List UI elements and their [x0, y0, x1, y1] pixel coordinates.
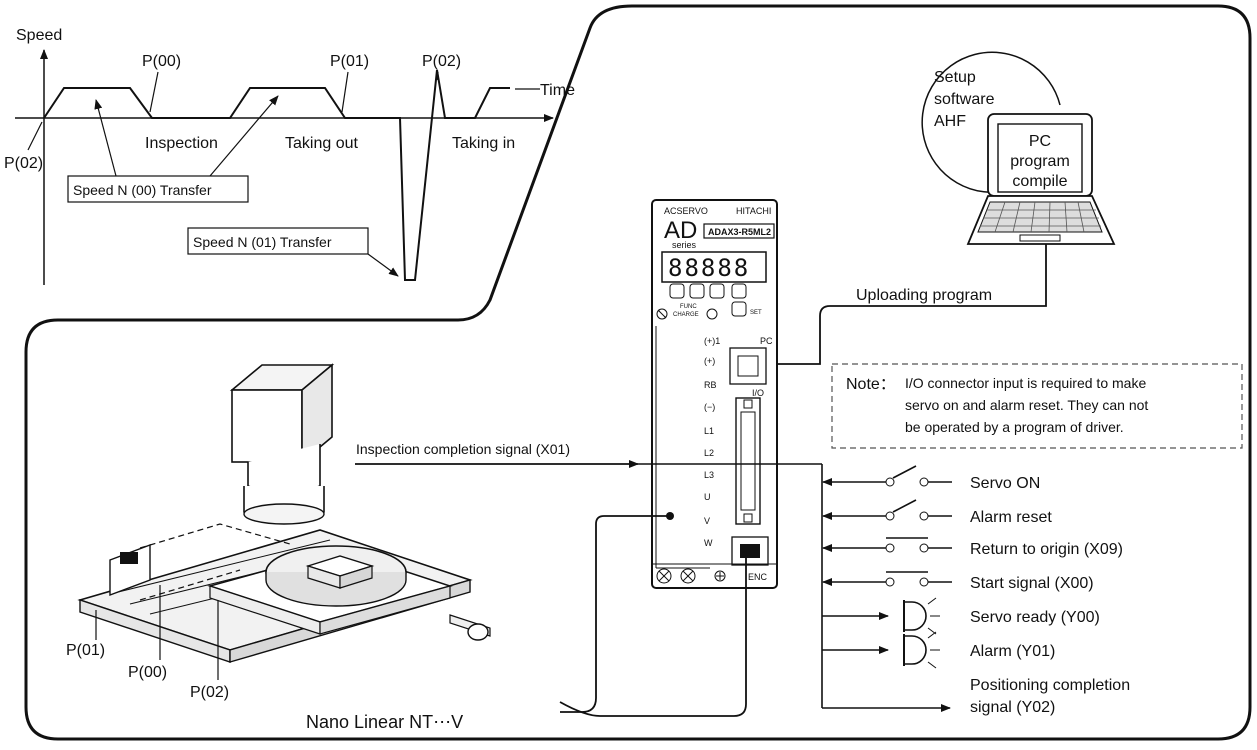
port-io-label: I/O [752, 388, 764, 398]
input-start-signal: Start signal (X00) [970, 575, 1094, 592]
transfer-box-n00: Speed N (00) Transfer [73, 182, 212, 198]
stage-position-p00: P(00) [128, 664, 167, 681]
key-charge: CHARGE [673, 312, 699, 318]
terminal-w: W [704, 538, 713, 548]
signal-wiring: Inspection completion signal (X01) Servo… [355, 441, 1130, 717]
note-line-1: I/O connector input is required to make [905, 375, 1146, 391]
terminal-l1: L1 [704, 426, 714, 436]
terminal-u: U [704, 492, 711, 502]
screen-text-pc: PC [1029, 133, 1051, 150]
driver-series: series [672, 240, 697, 250]
laptop-icon [966, 113, 1116, 245]
driver-maker: HITACHI [736, 206, 771, 216]
circle-text-setup: Setup [934, 69, 976, 86]
seven-segment-display: 88888 [668, 254, 750, 282]
output-positioning-1: Positioning completion [970, 677, 1130, 694]
output-alarm: Alarm (Y01) [970, 643, 1055, 660]
terminal-p1: (+)1 [704, 336, 720, 346]
upload-label: Uploading program [856, 287, 992, 304]
product-name: Nano Linear NT⋯V [306, 712, 463, 732]
lamp-icon [903, 631, 940, 669]
port-pc-label: PC [760, 336, 773, 346]
terminal-p: (+) [704, 356, 715, 366]
note-line-2: servo on and alarm reset. They can not [905, 397, 1148, 413]
pc-setup-software: Setup software AHF PC program compile [856, 51, 1116, 304]
outline-frame [24, 4, 1252, 741]
output-positioning-2: signal (Y02) [970, 699, 1055, 716]
input-return-origin: Return to origin (X09) [970, 541, 1123, 558]
input-servo-on: Servo ON [970, 475, 1040, 492]
driver-model-big: AD [664, 217, 697, 244]
circle-text-software: software [934, 91, 995, 108]
screen-text-compile: compile [1012, 173, 1067, 190]
point-label-p01: P(01) [330, 53, 369, 70]
note-title: Note： [846, 376, 896, 393]
screen-text-program: program [1010, 153, 1070, 170]
point-label-p00: P(00) [142, 53, 181, 70]
port-enc-label: ENC [748, 572, 768, 582]
linear-stage [77, 523, 491, 663]
terminal-v: V [704, 516, 710, 526]
phase-inspection: Inspection [145, 135, 218, 152]
lamp-icon [903, 597, 940, 635]
terminal-l3: L3 [704, 470, 714, 480]
phase-taking-out: Taking out [285, 135, 358, 152]
terminal-n: (−) [704, 402, 715, 412]
key-set: SET [750, 310, 762, 316]
stage-position-p01: P(01) [66, 642, 105, 659]
inspection-signal-label: Inspection completion signal (X01) [356, 441, 570, 457]
note-box: Note： I/O connector input is required to… [831, 363, 1243, 449]
note-line-3: be operated by a program of driver. [905, 419, 1124, 435]
driver-brand: ACSERVO [664, 206, 708, 216]
point-label-p02-left: P(02) [4, 155, 43, 172]
point-label-p02-top: P(02) [422, 53, 461, 70]
terminal-l2: L2 [704, 448, 714, 458]
transfer-box-n01: Speed N (01) Transfer [193, 234, 332, 250]
output-servo-ready: Servo ready (Y00) [970, 609, 1100, 626]
terminal-rb: RB [704, 380, 717, 390]
servo-driver: ACSERVO HITACHI AD series ADAX3-R5ML2 88… [651, 199, 778, 589]
time-axis-label: Time [540, 82, 575, 99]
circle-text-ahf: AHF [934, 113, 966, 130]
driver-model-no: ADAX3-R5ML2 [708, 227, 771, 237]
stage-position-p02: P(02) [190, 684, 229, 701]
speed-axis-label: Speed [16, 27, 62, 44]
camera-icon [229, 363, 335, 525]
phase-taking-in: Taking in [452, 135, 515, 152]
speed-time-chart: Speed Time P(00) P(01) P(02) P(02) Inspe… [4, 27, 575, 285]
input-alarm-reset: Alarm reset [970, 509, 1052, 526]
key-func: FUNC [680, 304, 697, 310]
